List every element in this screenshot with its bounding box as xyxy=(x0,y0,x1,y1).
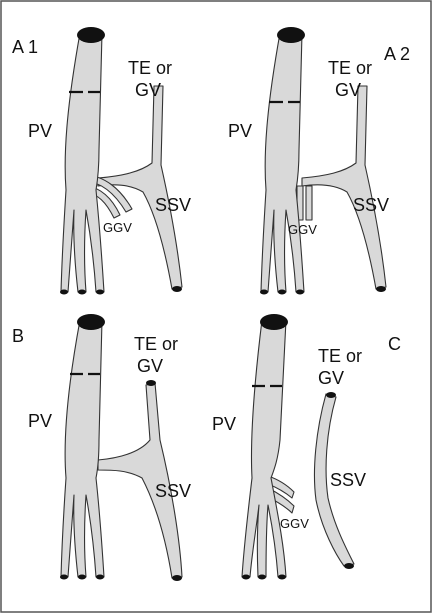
ssv-label: SSV xyxy=(330,470,366,490)
panel-title: B xyxy=(12,326,24,346)
pv-label: PV xyxy=(228,121,252,141)
ggv-label: GGV xyxy=(280,516,309,531)
pv-label: PV xyxy=(28,411,52,431)
vessel-end-cap xyxy=(278,290,286,295)
vessel-end-cap xyxy=(172,575,182,581)
te-gv-label-line2: GV xyxy=(137,356,163,376)
vessel-end-cap xyxy=(277,27,305,43)
te-gv-label-line2: GV xyxy=(318,368,344,388)
panel-title: A 1 xyxy=(12,37,38,57)
te-gv-label-line1: TE or xyxy=(134,334,178,354)
vessel-end-cap xyxy=(96,290,104,295)
vessel-end-cap xyxy=(260,290,268,295)
vessel-end-cap xyxy=(78,290,86,295)
vessel-end-cap xyxy=(172,286,182,292)
ggv-branch xyxy=(306,186,312,220)
vessel-end-cap xyxy=(96,575,104,580)
panel-title: A 2 xyxy=(384,44,410,64)
vessel-end-cap xyxy=(344,563,354,569)
te-gv-label-line1: TE or xyxy=(328,58,372,78)
vessel-end-cap xyxy=(260,314,288,330)
vessel-end-cap xyxy=(296,290,304,295)
vessel-end-cap xyxy=(77,314,105,330)
vessel-end-cap xyxy=(326,392,336,398)
pv-label: PV xyxy=(212,414,236,434)
panel-title: C xyxy=(388,334,401,354)
vessel-end-cap xyxy=(376,286,386,292)
vessel-end-cap xyxy=(146,380,156,386)
ssv-label: SSV xyxy=(155,481,191,501)
te-gv-label-line2: GV xyxy=(335,80,361,100)
ssv-label: SSV xyxy=(155,195,191,215)
ssv-label: SSV xyxy=(353,195,389,215)
vessel-end-cap xyxy=(60,575,68,580)
pv-label: PV xyxy=(28,121,52,141)
ggv-label: GGV xyxy=(288,222,317,237)
te-gv-label-line2: GV xyxy=(135,80,161,100)
te-gv-label-line1: TE or xyxy=(128,58,172,78)
ggv-label: GGV xyxy=(103,220,132,235)
vessel-end-cap xyxy=(278,575,286,580)
vessel-end-cap xyxy=(242,575,250,580)
vessel-end-cap xyxy=(78,575,86,580)
vessel-end-cap xyxy=(60,290,68,295)
vessel-end-cap xyxy=(77,27,105,43)
te-gv-label-line1: TE or xyxy=(318,346,362,366)
vessel-end-cap xyxy=(258,575,266,580)
